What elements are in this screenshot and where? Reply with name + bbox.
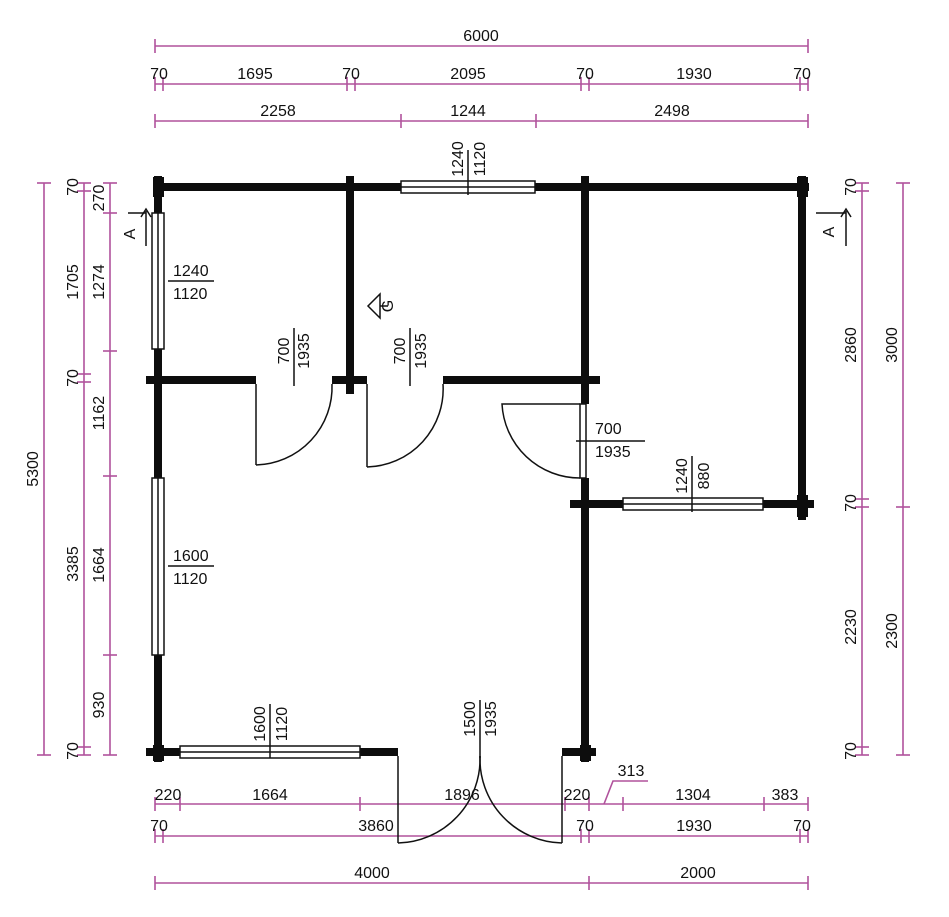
dim-bottom-row1: 1664	[252, 787, 288, 804]
g-marker-letter: G	[380, 300, 397, 312]
dim-left-mid: 70	[65, 369, 82, 387]
dim-right-outer: 3000	[884, 327, 901, 363]
door-entrance	[397, 755, 563, 844]
window-left-lower-width: 1600	[173, 548, 209, 565]
windows	[151, 180, 764, 759]
dim-bottom-row1: 313	[618, 763, 645, 780]
door-swing-arc	[255, 383, 333, 466]
opening-label-lines	[168, 150, 693, 758]
door-2-height: 1935	[413, 333, 430, 369]
dim-bottom-row1: 383	[772, 787, 799, 804]
dim-bottom-row2: 3860	[358, 818, 394, 835]
g-marker-icon: G	[366, 292, 397, 320]
dim-left-inner: 1664	[91, 547, 108, 583]
section-arrow-head	[140, 207, 152, 218]
post	[153, 177, 164, 197]
dim-top-row2: 70	[793, 66, 811, 83]
dim-left-inner: 1274	[91, 264, 108, 300]
section-marker-right: A	[816, 207, 852, 246]
dim-bottom-row1: 220	[564, 787, 591, 804]
dim-bottom-row1: 1304	[675, 787, 711, 804]
opening-labels: 1240 1120 1240 1120 1600 1120 1600 1120 …	[173, 141, 713, 742]
dim-right-outer: 2300	[884, 613, 901, 649]
dim-top-row2: 70	[150, 66, 168, 83]
window-top-width: 1240	[450, 141, 467, 177]
door-2	[366, 383, 444, 468]
dim-bottom-row2: 70	[150, 818, 168, 835]
dim-left-mid: 3385	[65, 546, 82, 582]
entrance-width: 1500	[462, 701, 479, 737]
dim-bottom-total: 2000	[680, 865, 716, 882]
dim-right-inner: 2230	[843, 609, 860, 645]
section-arrow-head	[840, 207, 852, 218]
dim-right-inner: 70	[843, 494, 860, 512]
window-top-height: 1120	[472, 142, 489, 177]
post	[797, 177, 808, 197]
section-label-right: A	[821, 226, 838, 237]
door-3-height: 1935	[595, 444, 631, 461]
dim-leader-313	[603, 780, 648, 805]
dimension-labels: 6000 70 1695 70 2095 70 1930 70 2258 124…	[25, 28, 901, 882]
dim-top-total: 6000	[463, 28, 499, 45]
dim-left-mid: 1705	[65, 264, 82, 300]
window-left-upper-height: 1120	[173, 286, 208, 303]
door-1-width: 700	[276, 338, 293, 365]
dim-left-inner: 1162	[91, 396, 108, 431]
door-3-width: 700	[595, 421, 622, 438]
wall-posts	[153, 177, 808, 761]
window-right-inner-width: 1240	[674, 458, 691, 494]
g-marker-triangle	[366, 292, 381, 320]
dim-top-row3: 1244	[450, 103, 486, 120]
door-swing-arc	[501, 403, 581, 479]
opening-door-2	[367, 374, 443, 386]
window-right-inner-height: 880	[696, 463, 713, 490]
door-swing-arc	[366, 383, 444, 468]
dimension-ticks	[37, 39, 910, 890]
dimension-lines	[43, 45, 904, 884]
door-3	[501, 403, 587, 479]
door-swing-arc-left	[397, 755, 481, 844]
dim-bottom-row2: 70	[576, 818, 594, 835]
post	[153, 745, 164, 761]
dim-right-inner: 70	[843, 742, 860, 760]
window-left-upper-width: 1240	[173, 263, 209, 280]
dim-right-inner: 2860	[843, 327, 860, 363]
doors	[255, 383, 587, 844]
window-left-upper	[151, 212, 165, 350]
post	[797, 495, 808, 517]
section-marker-left: A	[122, 207, 152, 246]
dim-top-row3: 2258	[260, 103, 296, 120]
section-label-left: A	[122, 228, 139, 239]
door-1	[255, 383, 333, 466]
dim-top-row2: 70	[342, 66, 360, 83]
window-left-lower-height: 1120	[173, 571, 208, 588]
dim-left-mid: 70	[65, 178, 82, 196]
dim-top-row2: 1930	[676, 66, 712, 83]
window-right-inner	[622, 497, 764, 511]
dim-top-row2: 2095	[450, 66, 486, 83]
window-bottom-left-height: 1120	[274, 707, 291, 742]
wall-openings	[256, 374, 591, 758]
window-bottom-left-width: 1600	[252, 706, 269, 742]
dim-bottom-total: 4000	[354, 865, 390, 882]
post	[580, 745, 591, 761]
entrance-height: 1935	[483, 701, 500, 737]
dim-top-row3: 2498	[654, 103, 690, 120]
door-1-height: 1935	[296, 333, 313, 369]
dim-left-inner: 930	[91, 692, 108, 719]
dim-left-mid: 70	[65, 742, 82, 760]
door-swing-arc-right	[479, 755, 563, 844]
door-2-width: 700	[392, 338, 409, 365]
dim-bottom-row1: 220	[155, 787, 182, 804]
dim-bottom-row2: 1930	[676, 818, 712, 835]
window-left-lower	[151, 477, 165, 656]
dim-top-row2: 1695	[237, 66, 273, 83]
dim-top-row2: 70	[576, 66, 594, 83]
dim-bottom-row1: 1896	[444, 787, 480, 804]
dim-left-outer: 5300	[25, 451, 42, 487]
dim-left-inner: 270	[91, 185, 108, 212]
dim-bottom-row2: 70	[793, 818, 811, 835]
dim-right-inner: 70	[843, 178, 860, 196]
